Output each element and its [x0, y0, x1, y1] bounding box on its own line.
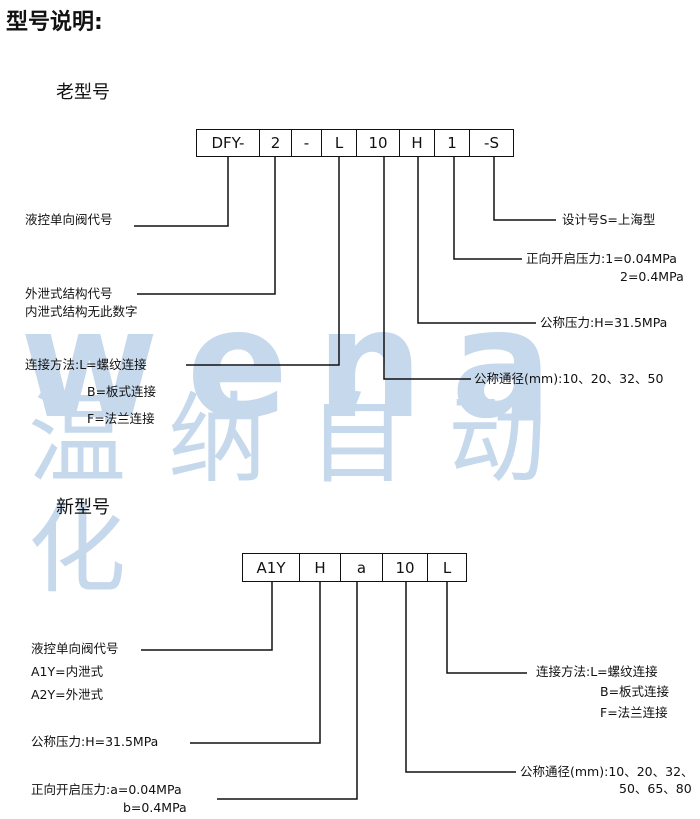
old-cell-series: DFY- — [197, 130, 260, 156]
new-cell-series: A1Y — [243, 554, 300, 581]
old-label-drain1: 外泄式结构代号 — [25, 286, 113, 301]
new-label-crack1: 正向开启压力:a=0.04MPa — [31, 782, 182, 797]
old-label-dia: 公称通径(mm):10、20、32、50 — [474, 371, 664, 386]
new-label-code: 液控单向阀代号 — [31, 641, 119, 656]
old-cell-drain: 2 — [260, 130, 292, 156]
old-cell-dash: - — [292, 130, 322, 156]
new-label-a1y: A1Y=内泄式 — [31, 664, 104, 679]
leader-old-code — [134, 156, 229, 227]
old-model-code-boxes: DFY- 2 - L 10 H 1 -S — [196, 129, 514, 157]
old-cell-crack: 1 — [435, 130, 470, 156]
new-cell-conn: L — [442, 558, 452, 577]
leader-old-design — [493, 156, 556, 221]
old-label-conn1: 连接方法:L=螺纹连接 — [25, 357, 147, 372]
old-label-drain2: 内泄式结构无此数字 — [25, 304, 138, 319]
watermark-chinese: 温纳自动化 — [28, 383, 589, 607]
leader-old-crack — [453, 156, 522, 260]
new-label-conn3: F=法兰连接 — [600, 705, 668, 720]
new-label-crack2: b=0.4MPa — [123, 800, 187, 815]
leader-new-crack — [217, 581, 358, 800]
leader-old-drain — [137, 156, 276, 295]
leader-new-pressure — [190, 581, 321, 744]
leader-new-dia — [405, 581, 516, 773]
leader-new-conn — [446, 581, 527, 674]
old-label-conn3: F=法兰连接 — [87, 411, 155, 426]
new-label-dia2: 50、65、80 — [619, 781, 692, 796]
page-title: 型号说明: — [6, 10, 103, 35]
leader-new-code — [141, 581, 273, 651]
new-label-dia1: 公称通径(mm):10、20、32、 — [520, 764, 694, 779]
old-model-heading: 老型号 — [56, 82, 110, 103]
old-cell-conn: L — [322, 130, 357, 156]
old-label-crack1: 正向开启压力:1=0.04MPa — [526, 251, 677, 266]
new-model-heading: 新型号 — [56, 497, 110, 518]
old-cell-design: -S — [484, 134, 499, 152]
old-label-crack2: 2=0.4MPa — [620, 269, 684, 284]
old-label-pressure: 公称压力:H=31.5MPa — [540, 315, 668, 330]
new-cell-dia: 10 — [383, 554, 428, 581]
new-cell-pressure: H — [300, 554, 341, 581]
new-label-pressure: 公称压力:H=31.5MPa — [31, 734, 159, 749]
leader-old-dia — [383, 156, 471, 380]
old-label-code: 液控单向阀代号 — [25, 212, 113, 227]
new-model-code-boxes: A1Y H a 10 L — [242, 553, 467, 582]
old-label-conn2: B=板式连接 — [87, 384, 157, 399]
new-label-a2y: A2Y=外泄式 — [31, 687, 104, 702]
leader-old-conn — [186, 156, 340, 366]
new-label-conn1: 连接方法:L=螺纹连接 — [536, 664, 658, 679]
new-cell-crack: a — [341, 554, 383, 581]
old-cell-dia: 10 — [357, 130, 400, 156]
old-label-design: 设计号S=上海型 — [562, 212, 656, 227]
new-label-conn2: B=板式连接 — [600, 684, 670, 699]
leader-old-pressure — [417, 156, 536, 324]
old-cell-pressure: H — [400, 130, 435, 156]
